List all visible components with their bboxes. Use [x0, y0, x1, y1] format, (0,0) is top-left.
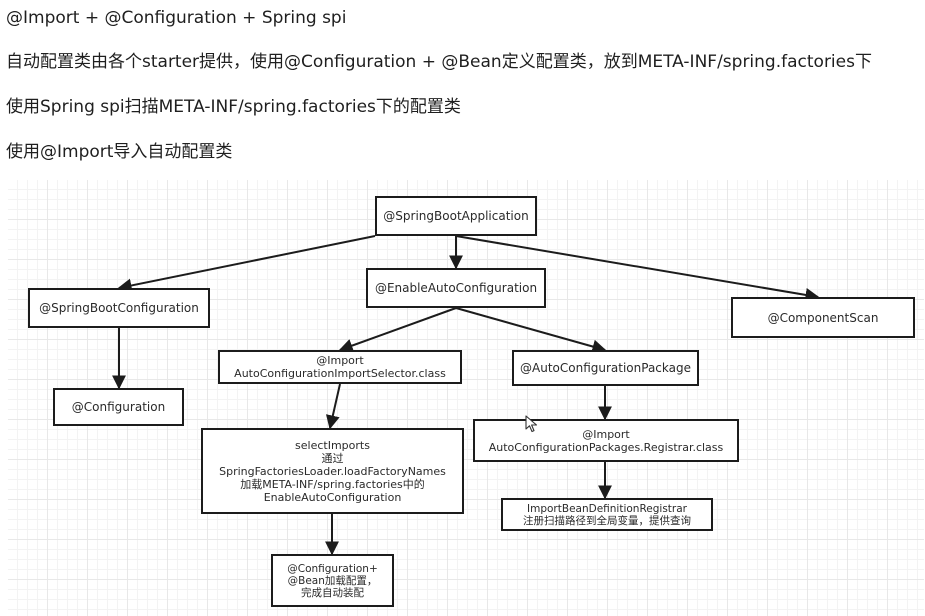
node-label-line: @Import [582, 427, 630, 441]
edge-spring-boot-application-to-component-scan [455, 235, 820, 302]
edge-enable-auto-configuration-to-import-selector [338, 307, 457, 353]
node-label-line: EnableAutoConfiguration [263, 490, 402, 504]
node-enable-auto-configuration: @EnableAutoConfiguration [366, 268, 546, 308]
node-label-line: @SpringBootConfiguration [39, 301, 199, 315]
node-spring-boot-application: @SpringBootApplication [375, 196, 537, 236]
node-auto-configuration-package: @AutoConfigurationPackage [512, 350, 699, 386]
node-label-line: 加载META-INF/spring.factories中的 [240, 477, 425, 491]
text-line-2: 自动配置类由各个starter提供，使用@Configuration + @Be… [6, 52, 872, 72]
text-line-1: @Import + @Configuration + Spring spi [6, 8, 347, 28]
node-label-line: AutoConfigurationImportSelector.class [234, 367, 446, 380]
node-label-line: 注册扫描路径到全局变量，提供查询 [523, 514, 691, 527]
node-label-line: AutoConfigurationPackages.Registrar.clas… [488, 440, 724, 454]
node-label-line: @AutoConfigurationPackage [520, 361, 691, 375]
node-configuration-bean: @Configuration+@Bean加载配置，完成自动装配 [271, 554, 394, 607]
node-configuration: @Configuration [53, 388, 184, 426]
node-label-line: @Import [316, 354, 364, 367]
node-spring-boot-configuration: @SpringBootConfiguration [28, 288, 210, 328]
node-label-line: 完成自动装配 [301, 586, 364, 599]
node-label-line: @SpringBootApplication [383, 209, 529, 223]
node-label-line: @Bean加载配置， [287, 574, 378, 587]
node-label-line: @ComponentScan [767, 310, 879, 325]
node-label-line: ImportBeanDefinitionRegistrar [527, 502, 687, 515]
text-line-4: 使用@Import导入自动配置类 [6, 142, 233, 162]
node-label-line: @Configuration [71, 400, 166, 414]
node-component-scan: @ComponentScan [731, 297, 915, 338]
mouse-pointer-icon [525, 415, 538, 433]
node-label-line: selectImports [295, 438, 370, 452]
node-label-line: SpringFactoriesLoader.loadFactoryNames [219, 464, 446, 478]
edge-enable-auto-configuration-to-auto-configuration-package [455, 307, 607, 354]
node-label-line: @Configuration+ [287, 562, 378, 575]
node-label-line: 通过 [321, 451, 344, 465]
text-line-3: 使用Spring spi扫描META-INF/spring.factories下… [6, 97, 461, 117]
edge-import-selector-to-select-imports [325, 383, 341, 430]
edge-spring-boot-application-to-spring-boot-configuration [117, 235, 376, 293]
node-label-line: @EnableAutoConfiguration [374, 281, 538, 295]
